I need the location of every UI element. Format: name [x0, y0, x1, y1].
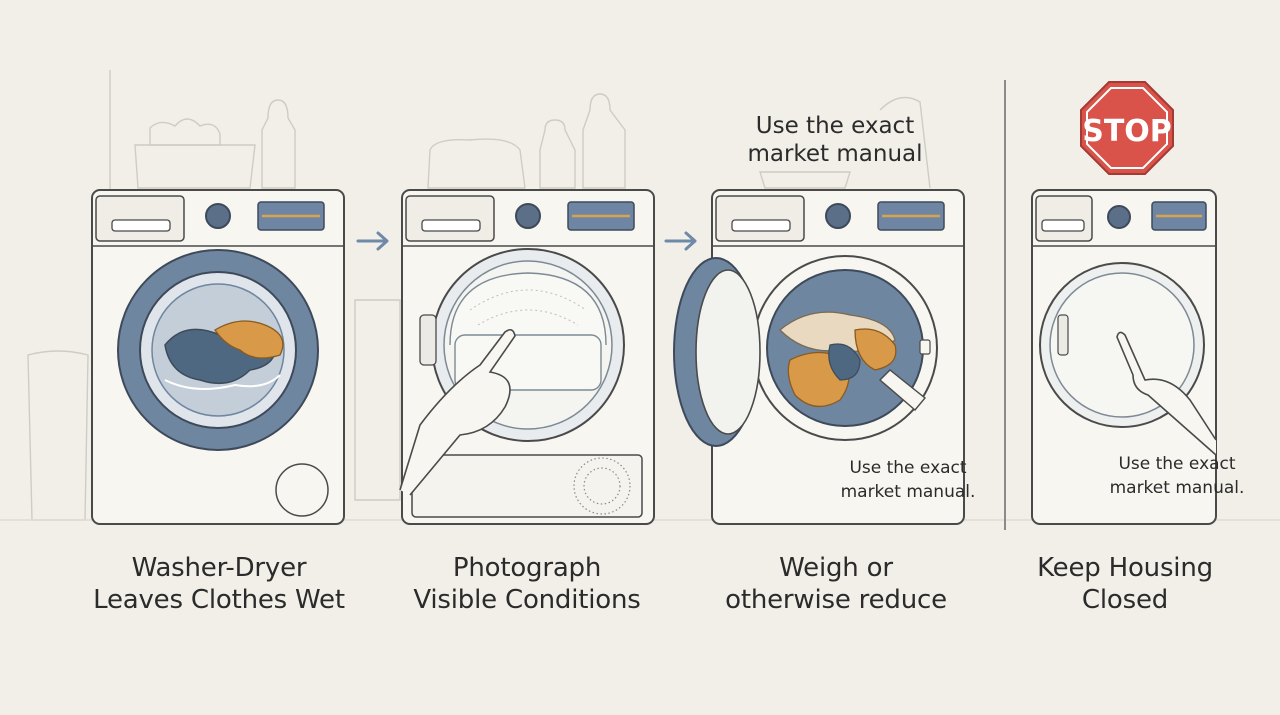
note-line: Use the exact	[849, 458, 967, 478]
panel-3-inner-note: Use the exact market manual.	[823, 456, 993, 504]
caption-line: Closed	[1081, 585, 1169, 615]
washer-2	[399, 189, 655, 525]
caption-line: Washer-Dryer	[131, 553, 307, 583]
note-line: market manual.	[1109, 478, 1245, 498]
note-line: Use the exact	[755, 113, 915, 139]
panel-4-inner-note: Use the exact market manual.	[1092, 452, 1262, 500]
washer-3	[673, 189, 965, 525]
caption-weigh: Weigh or otherwise reduce	[686, 552, 986, 616]
caption-line: Visible Conditions	[413, 585, 641, 615]
washer-4	[1031, 189, 1217, 525]
arrow-right-icon	[356, 231, 389, 251]
panel-3-top-note: Use the exact market manual	[720, 112, 950, 168]
note-line: Use the exact	[1118, 454, 1236, 474]
note-line: market manual.	[840, 482, 976, 502]
caption-washer-dryer: Washer-Dryer Leaves Clothes Wet	[69, 552, 369, 616]
caption-photograph: Photograph Visible Conditions	[377, 552, 677, 616]
arrow-right-icon	[664, 231, 697, 251]
caption-line: Keep Housing	[1037, 553, 1213, 583]
stop-sign-text: STOP	[1082, 114, 1172, 149]
caption-line: Photograph	[452, 553, 602, 583]
caption-line: Weigh or	[779, 553, 893, 583]
caption-keep-closed: Keep Housing Closed	[975, 552, 1275, 616]
stop-sign-icon: STOP	[1080, 81, 1174, 175]
caption-line: Leaves Clothes Wet	[93, 585, 345, 615]
washer-1	[91, 189, 345, 525]
caption-line: otherwise reduce	[725, 585, 947, 615]
note-line: market manual	[747, 141, 923, 167]
